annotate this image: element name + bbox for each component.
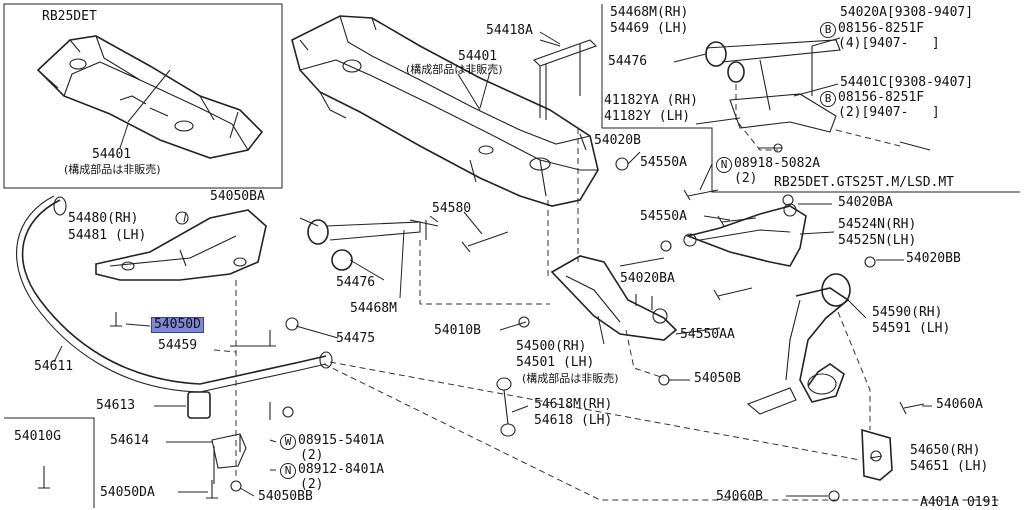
part-label-54401-main: 54401: [458, 49, 498, 64]
part-label-54020BA-1: 54020BA: [838, 195, 893, 210]
inset-crossmember-drawing: [36, 35, 264, 159]
part-label-54651-lh: 54651 (LH): [910, 459, 989, 474]
stabilizer-link-drawing: [496, 377, 516, 437]
part-label-54614: 54614: [110, 433, 150, 448]
part-label-08156-b-qty: (2)[9407- ]: [838, 105, 940, 120]
footer-code: A401A 0191: [920, 495, 999, 510]
knuckle-drawing: [746, 273, 851, 415]
part-label-54613: 54613: [96, 398, 136, 413]
part-label-54476-mid: 54476: [336, 275, 376, 290]
part-label-54525N-lh: 54525N(LH): [838, 233, 917, 248]
part-label-08156-a: 08156-8251F: [838, 21, 925, 36]
part-label-54010B: 54010B: [434, 323, 481, 338]
inset-title: RB25DET: [42, 9, 97, 24]
assembly-dashed-lines: [213, 84, 1000, 501]
inset-box-54010g: [4, 417, 95, 508]
part-label-54050BB: 54050BB: [258, 489, 313, 504]
part-label-54469-lh: 54469 (LH): [610, 21, 689, 36]
part-label-54591-lh: 54591 (LH): [872, 321, 951, 336]
not-sold-note-main: (構成部品は非販売): [406, 63, 503, 76]
part-label-54550AA: 54550AA: [680, 327, 735, 342]
part-label-54468M-rh: 54468M(RH): [610, 5, 689, 20]
part-label-54524N-rh: 54524N(RH): [838, 217, 917, 232]
part-label-54050B: 54050B: [694, 371, 741, 386]
part-label-08918-qty: (2): [734, 171, 758, 186]
part-label-54480-rh: 54480(RH): [68, 211, 139, 226]
spec-note-rb25det: RB25DET.GTS25T.M/LSD.MT: [774, 175, 955, 190]
part-label-54020BA-2: 54020BA: [620, 271, 675, 286]
part-label-54050DA: 54050DA: [100, 485, 155, 500]
part-label-54618M-rh: 54618M(RH): [534, 397, 613, 412]
tension-rod-drawing: [307, 219, 439, 271]
part-label-08156-a-qty: (4)[9407- ]: [838, 36, 940, 51]
part-label-54476-top: 54476: [608, 54, 648, 69]
part-label-54050D-highlighted[interactable]: 54050D: [151, 317, 204, 333]
part-label-54418A: 54418A: [486, 23, 533, 38]
not-sold-note-arm: (構成部品は非販売): [522, 372, 619, 385]
part-label-41182YA-rh: 41182YA (RH): [604, 93, 698, 108]
part-label-54550A-1: 54550A: [640, 155, 687, 170]
part-label-08156-b: 08156-8251F: [838, 90, 925, 105]
part-label-54060B: 54060B: [716, 489, 763, 504]
part-label-54459: 54459: [158, 338, 198, 353]
link-bracket-drawing: [95, 209, 267, 281]
n-symbol-2: N: [280, 463, 296, 479]
part-label-54020B: 54020B: [594, 133, 641, 148]
leader-lines: [53, 31, 932, 497]
stud-bracket-drawing: [532, 39, 598, 120]
b-symbol-1: B: [820, 22, 836, 38]
b-symbol-2: B: [820, 91, 836, 107]
n-symbol-1: N: [716, 157, 732, 173]
main-crossmember-drawing: [291, 15, 599, 207]
part-label-54618-lh: 54618 (LH): [534, 413, 613, 428]
part-label-54550A-2: 54550A: [640, 209, 687, 224]
lower-arm-drawing: [550, 255, 678, 341]
part-label-54580: 54580: [432, 201, 472, 216]
part-label-54500-rh: 54500(RH): [516, 339, 587, 354]
part-label-54050BA: 54050BA: [210, 189, 265, 204]
part-label-54020BB: 54020BB: [906, 251, 961, 266]
stabilizer-bar-drawing: [16, 195, 333, 393]
stabilizer-bush-drawing: [187, 391, 247, 484]
part-label-54611: 54611: [34, 359, 74, 374]
part-label-54010G: 54010G: [14, 429, 61, 444]
part-label-54468M-mid: 54468M: [350, 301, 397, 316]
w-symbol: W: [280, 434, 296, 450]
part-label-08915: 08915-5401A: [298, 433, 385, 448]
fasteners-drawing: [38, 157, 925, 502]
part-label-08912-qty: (2): [300, 477, 324, 492]
inset-box-rb25det: [3, 3, 283, 189]
lower-link-drawing: [861, 428, 893, 481]
not-sold-note-inset: (構成部品は非販売): [64, 163, 161, 176]
upper-arm-drawing: [683, 203, 807, 267]
part-label-54650-rh: 54650(RH): [910, 443, 981, 458]
inset-box-spec-note: [601, 4, 1020, 193]
part-label-54401C: 54401C[9308-9407]: [840, 75, 974, 90]
part-label-54481-lh: 54481 (LH): [68, 228, 147, 243]
part-label-08918: 08918-5082A: [734, 156, 821, 171]
part-label-54020A: 54020A[9308-9407]: [840, 5, 974, 20]
part-label-54401-inset: 54401: [92, 147, 132, 162]
part-label-54501-lh: 54501 (LH): [516, 355, 595, 370]
part-label-41182Y-lh: 41182Y (LH): [604, 109, 691, 124]
part-label-54590-rh: 54590(RH): [872, 305, 943, 320]
part-label-54060A: 54060A: [936, 397, 983, 412]
part-label-54475: 54475: [336, 331, 376, 346]
part-label-08912: 08912-8401A: [298, 462, 385, 477]
part-label-08915-qty: (2): [300, 448, 324, 463]
